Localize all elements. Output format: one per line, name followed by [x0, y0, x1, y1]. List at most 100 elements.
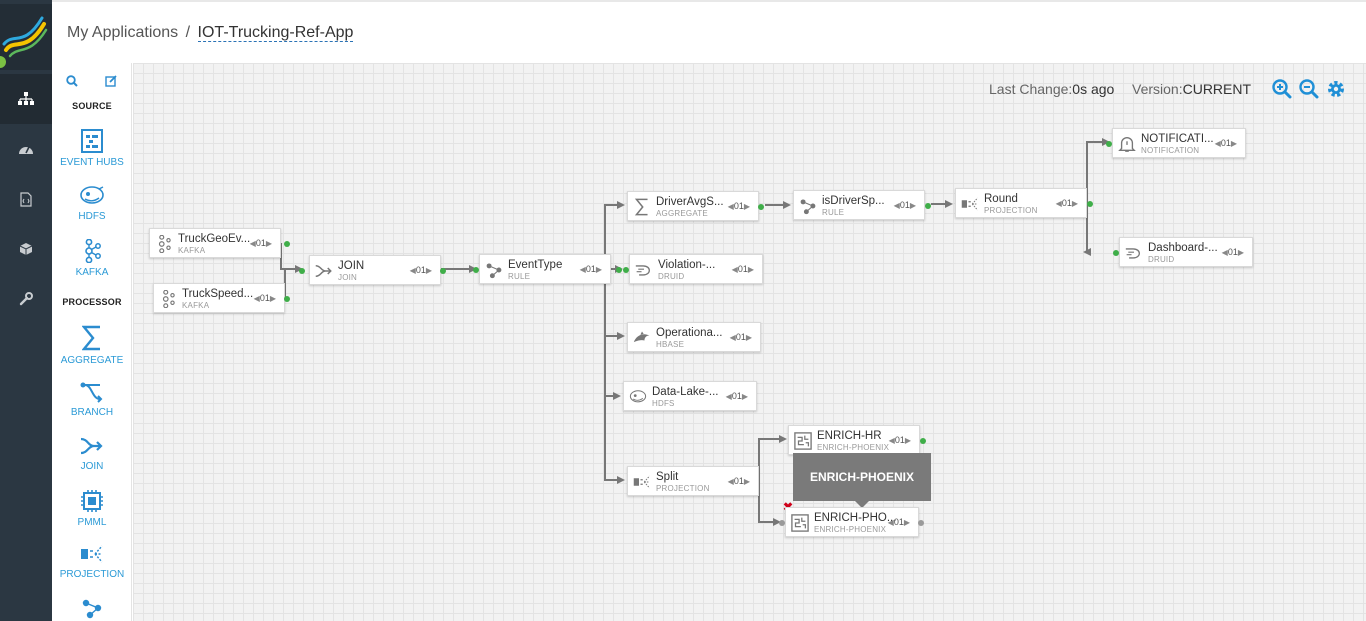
output-port[interactable]	[284, 296, 290, 302]
palette-rule[interactable]	[52, 597, 131, 619]
wire-eventtype-datalake	[604, 269, 621, 400]
parallelism-control[interactable]: ◀01▶	[729, 332, 752, 342]
node-split[interactable]: Split PROJECTION ◀01▶	[627, 466, 759, 496]
parallelism-control[interactable]: ◀01▶	[725, 391, 748, 401]
tooltip-pointer	[855, 501, 869, 508]
node-datalake[interactable]: Data-Lake-... HDFS ◀01▶	[623, 381, 757, 411]
node-title: DriverAvgS...	[656, 196, 724, 208]
projection-icon	[961, 197, 978, 211]
palette-join[interactable]: JOIN	[52, 435, 131, 472]
parallelism-control[interactable]: ◀01▶	[887, 517, 910, 527]
palette-kafka[interactable]: KAFKA	[52, 239, 131, 278]
palette-label: KAFKA	[75, 267, 109, 278]
node-dashboard[interactable]: Dashboard-... DRUID ◀01▶	[1113, 237, 1253, 267]
enrich-phoenix-icon	[791, 514, 809, 532]
input-port[interactable]	[473, 267, 479, 273]
input-port[interactable]	[1106, 141, 1112, 147]
parallelism-control[interactable]: ◀01▶	[1221, 247, 1244, 257]
node-type: JOIN	[338, 273, 358, 282]
component-palette: SOURCE EVENT HUBS HDFS KAFKA PROCESSOR A…	[52, 63, 132, 621]
output-port[interactable]	[918, 520, 924, 526]
node-type: RULE	[508, 272, 531, 281]
breadcrumb-root-link[interactable]: My Applications	[67, 24, 179, 41]
node-isdriver[interactable]: isDriverSp... RULE ◀01▶	[793, 190, 931, 220]
search-icon[interactable]	[66, 74, 78, 92]
node-truckspeed[interactable]: TruckSpeed... KAFKA ◀01▶	[153, 283, 290, 313]
dashboard-nav-icon[interactable]	[0, 124, 52, 174]
rule-icon	[82, 599, 102, 619]
parallelism-control[interactable]: ◀01▶	[253, 293, 276, 303]
rule-icon	[800, 199, 816, 215]
parallelism-control[interactable]: ◀01▶	[579, 264, 602, 274]
node-type: KAFKA	[178, 246, 206, 255]
top-header: My Applications / IOT-Trucking-Ref-App	[52, 0, 1366, 63]
palette-pmml[interactable]: PMML	[52, 489, 131, 528]
druid-icon	[635, 265, 650, 276]
join-icon	[315, 265, 332, 277]
streamline-logo[interactable]	[0, 4, 52, 70]
node-driveravg[interactable]: DriverAvgS... AGGREGATE ◀01▶	[627, 191, 764, 221]
input-port[interactable]	[779, 520, 785, 526]
node-join[interactable]: JOIN JOIN ◀01▶	[299, 255, 446, 285]
palette-tools	[52, 74, 131, 92]
node-round[interactable]: Round PROJECTION ◀01▶	[955, 188, 1093, 218]
input-port[interactable]	[623, 267, 629, 273]
output-port[interactable]	[284, 241, 290, 247]
node-notification[interactable]: NOTIFICATI... NOTIFICATION ◀01▶	[1106, 128, 1246, 158]
aggregate-icon	[634, 198, 648, 216]
node-enrichhr[interactable]: ENRICH-HR ENRICH-PHOENIX ◀01▶	[788, 425, 926, 455]
node-enrichpho[interactable]: ENRICH-PHO... ENRICH-PHOENIX ◀01▶	[779, 507, 924, 537]
parallelism-control[interactable]: ◀01▶	[888, 435, 911, 445]
parallelism-control[interactable]: ◀01▶	[409, 265, 432, 275]
input-port[interactable]	[1113, 250, 1119, 256]
code-file-nav-icon[interactable]	[0, 174, 52, 224]
parallelism-control[interactable]: ◀01▶	[731, 264, 754, 274]
palette-projection[interactable]: PROJECTION	[52, 543, 131, 580]
parallelism-value: 01	[733, 476, 744, 486]
topology-canvas[interactable]: Last Change:0s ago Version:CURRENT	[133, 63, 1366, 621]
zoom-in-icon[interactable]	[1272, 79, 1292, 99]
input-port[interactable]	[299, 268, 305, 274]
parallelism-control[interactable]: ◀01▶	[893, 200, 916, 210]
wire-split-enrichhr	[758, 435, 787, 480]
parallelism-control[interactable]: ◀01▶	[1055, 198, 1078, 208]
node-violation[interactable]: Violation-... DRUID ◀01▶	[623, 254, 763, 284]
output-port[interactable]	[758, 204, 764, 210]
wire-eventtype-split	[604, 269, 625, 484]
app-name-editable[interactable]: IOT-Trucking-Ref-App	[197, 24, 354, 42]
output-port[interactable]	[1087, 201, 1093, 207]
node-eventtype[interactable]: EventType RULE ◀01▶	[473, 254, 622, 284]
node-truckgeo[interactable]: TruckGeoEv... KAFKA ◀01▶	[149, 228, 290, 258]
settings-gear-icon[interactable]	[1326, 79, 1346, 99]
parallelism-value: 01	[894, 435, 905, 445]
rule-icon	[486, 263, 502, 279]
node-title: ENRICH-HR	[817, 430, 882, 442]
output-port[interactable]	[616, 267, 622, 273]
edit-icon[interactable]	[105, 74, 118, 92]
output-port[interactable]	[925, 203, 931, 209]
version-value: CURRENT	[1182, 81, 1252, 97]
parallelism-control[interactable]: ◀01▶	[249, 238, 272, 248]
breadcrumb-separator: /	[185, 24, 191, 41]
parallelism-value: 01	[1220, 138, 1231, 148]
parallelism-control[interactable]: ◀01▶	[1214, 138, 1237, 148]
output-port[interactable]	[920, 438, 926, 444]
tooltip-text: ENRICH-PHOENIX	[809, 470, 914, 484]
node-type: PROJECTION	[984, 206, 1038, 215]
topology-nav-icon[interactable]	[0, 74, 52, 124]
palette-aggregate[interactable]: AGGREGATE	[52, 325, 131, 366]
palette-branch[interactable]: BRANCH	[52, 381, 131, 418]
node-operational[interactable]: Operationa... HBASE ◀01▶	[627, 322, 761, 352]
output-port[interactable]	[440, 268, 446, 274]
node-type: KAFKA	[182, 301, 210, 310]
parallelism-control[interactable]: ◀01▶	[727, 476, 750, 486]
wrench-nav-icon[interactable]	[0, 274, 52, 324]
palette-hdfs[interactable]: HDFS	[52, 185, 131, 222]
cube-nav-icon[interactable]	[0, 224, 52, 274]
left-nav	[0, 0, 52, 621]
parallelism-value: 01	[1061, 198, 1072, 208]
node-type: HBASE	[656, 340, 685, 349]
parallelism-control[interactable]: ◀01▶	[727, 201, 750, 211]
palette-event-hubs[interactable]: EVENT HUBS	[52, 129, 131, 168]
zoom-out-icon[interactable]	[1299, 79, 1319, 99]
